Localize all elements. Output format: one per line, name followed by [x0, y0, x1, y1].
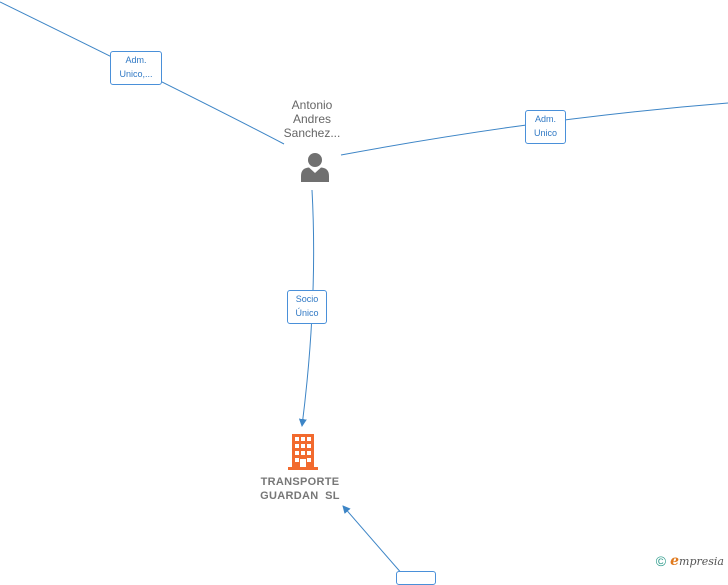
- brand-logo: empresia: [670, 553, 724, 569]
- edge-label-adm-unico-top-left[interactable]: Adm. Unico,...: [110, 51, 162, 85]
- edge-top-left-to-person: [0, 1, 285, 145]
- edge-label-line: Socio: [295, 294, 319, 304]
- person-node-name[interactable]: Antonio Andres Sanchez...: [262, 98, 362, 140]
- person-name-line: Antonio: [291, 98, 333, 112]
- edge-label-line: Único: [295, 308, 319, 318]
- edge-label-bottom-partial[interactable]: [396, 571, 436, 585]
- brand-initial: e: [670, 553, 680, 569]
- company-node-name[interactable]: TRANSPORTE GUARDAN SL: [240, 475, 360, 503]
- brand-name: mpresia: [679, 555, 724, 568]
- person-name-line: Andres: [292, 112, 332, 126]
- company-name-line: GUARDAN SL: [260, 490, 340, 502]
- edge-label-line: Adm.: [125, 55, 147, 65]
- edge-label-socio-unico[interactable]: Socio Único: [287, 290, 327, 324]
- building-icon[interactable]: [287, 434, 319, 475]
- edge-label-line: Unico,...: [119, 69, 153, 79]
- edge-label-line: Adm.: [534, 114, 556, 124]
- person-name-line: Sanchez...: [283, 126, 341, 140]
- person-icon[interactable]: [299, 152, 331, 187]
- edge-label-adm-unico-right[interactable]: Adm. Unico: [525, 110, 566, 144]
- edge-label-line: Unico: [533, 128, 557, 138]
- copyright-icon: ©: [655, 553, 667, 569]
- company-name-line: TRANSPORTE: [260, 476, 340, 488]
- edge-bottom-to-company: [342, 505, 404, 575]
- copyright-footer: © empresia: [656, 553, 724, 569]
